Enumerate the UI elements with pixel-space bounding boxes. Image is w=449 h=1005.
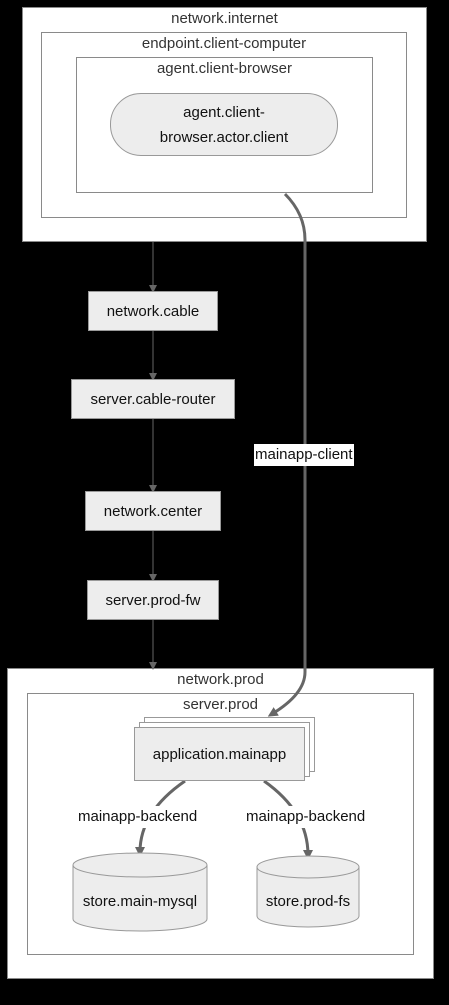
server-prod-label: server.prod [182, 696, 259, 713]
mainapp-label: application.mainapp [152, 745, 287, 763]
edge-label-mainapp-client: mainapp-client [254, 444, 354, 466]
client-computer-container: endpoint.client-computer [41, 32, 407, 218]
prod-fw-label: server.prod-fw [105, 591, 201, 609]
client-actor-label-line1: agent.client- [183, 103, 265, 121]
client-actor-label-line2: browser.actor.client [159, 128, 289, 146]
client-browser-label: agent.client-browser [156, 60, 293, 77]
network-center-node[interactable]: network.center [85, 491, 221, 531]
cable-router-label: server.cable-router [90, 390, 216, 408]
network-center-label: network.center [103, 502, 203, 520]
prod-fs-label: store.prod-fs [265, 893, 351, 910]
client-computer-label: endpoint.client-computer [141, 35, 307, 52]
mysql-cylinder[interactable] [72, 852, 210, 934]
network-prod-label: network.prod [177, 671, 264, 688]
client-browser-container: agent.client-browser [76, 57, 373, 193]
cable-router-node[interactable]: server.cable-router [71, 379, 235, 419]
server-prod-container: server.prod [27, 693, 414, 955]
mainapp-node[interactable]: application.mainapp [134, 727, 305, 781]
network-cable-label: network.cable [106, 302, 200, 320]
client-actor-node[interactable]: agent.client- browser.actor.client [110, 93, 338, 156]
edge-label-mainapp-fs: mainapp-backend [245, 806, 367, 828]
prod-fw-node[interactable]: server.prod-fw [87, 580, 219, 620]
prod-fs-cylinder[interactable] [256, 855, 362, 931]
network-cable-node[interactable]: network.cable [88, 291, 218, 331]
network-internet-label: network.internet [171, 10, 278, 27]
mysql-label: store.main-mysql [82, 893, 198, 910]
edge-label-mainapp-mysql: mainapp-backend [77, 806, 199, 828]
